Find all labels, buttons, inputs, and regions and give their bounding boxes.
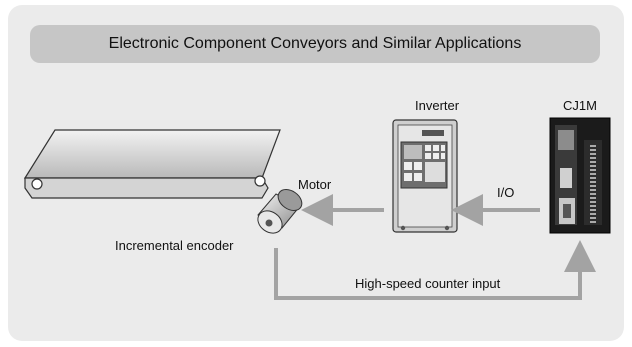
plc-terminal-pin [590, 149, 596, 151]
plc-label: CJ1M [563, 98, 597, 113]
plc-terminal-pin [590, 189, 596, 191]
plc-terminal-pin [590, 173, 596, 175]
plc-terminal-pin [590, 197, 596, 199]
plc-terminal-pin [590, 181, 596, 183]
title-bar: Electronic Component Conveyors and Simil… [30, 25, 600, 63]
io-label: I/O [497, 185, 515, 200]
plc-terminal-pin [590, 153, 596, 155]
motor-label: Motor [298, 177, 332, 192]
plc-terminal-pin [590, 165, 596, 167]
motor-icon [257, 189, 303, 234]
plc-terminal-pin [590, 161, 596, 163]
inverter-icon [392, 119, 458, 233]
plc-terminal-pin [590, 209, 596, 211]
plc-terminal-pin [590, 169, 596, 171]
plc-terminal-pin [590, 145, 596, 147]
plc-terminal-pin [590, 213, 596, 215]
plc-terminal-pin [590, 221, 596, 223]
plc-terminal-pin [590, 157, 596, 159]
plc-terminal-pin [590, 193, 596, 195]
plc-icon [549, 117, 611, 234]
encoder-label: Incremental encoder [115, 238, 234, 253]
plc-terminal-pin [590, 217, 596, 219]
plc-terminal-pin [590, 205, 596, 207]
plc-terminal-pin [590, 185, 596, 187]
counter-input-label: High-speed counter input [355, 276, 501, 291]
plc-terminal-pin [590, 201, 596, 203]
conveyor-belt-icon [23, 129, 281, 199]
signal-arrows [274, 194, 596, 300]
inverter-label: Inverter [415, 98, 460, 113]
diagram-title: Electronic Component Conveyors and Simil… [108, 35, 522, 52]
plc-terminal-pin [590, 177, 596, 179]
